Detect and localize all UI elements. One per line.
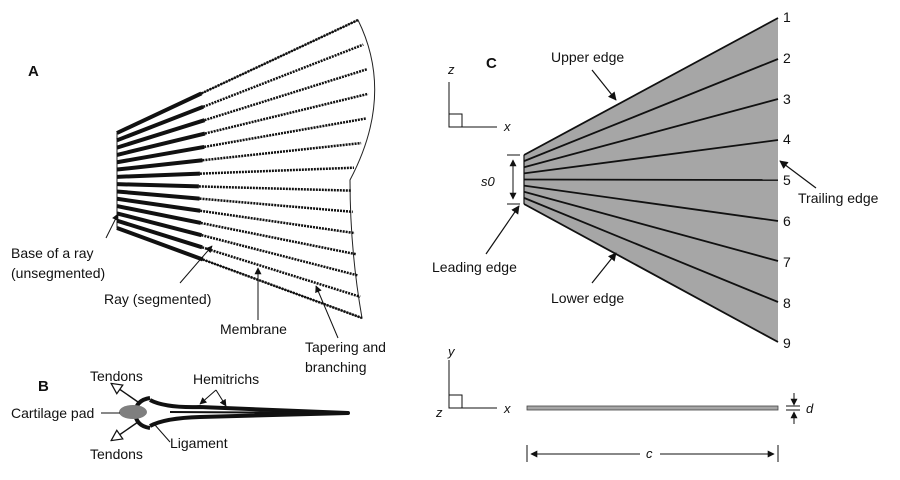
tendons-bottom-label: Tendons bbox=[90, 446, 143, 462]
fin-ray-base bbox=[116, 104, 204, 143]
leading-edge-arrow bbox=[485, 205, 520, 255]
tapering-label-2: branching bbox=[305, 359, 367, 375]
ray-number-5: 5 bbox=[783, 172, 791, 188]
fin-ray-segmented bbox=[200, 18, 359, 95]
panel-a-fin bbox=[116, 18, 376, 320]
s0-label: s0 bbox=[481, 174, 496, 189]
fin-ray-segmented bbox=[202, 43, 364, 108]
axes-top: z x bbox=[447, 62, 511, 134]
axes-bottom: y x z bbox=[435, 344, 511, 420]
tapering-label-1: Tapering and bbox=[305, 339, 386, 355]
fin-model-ray bbox=[523, 203, 779, 343]
fin-ray-segmented bbox=[201, 246, 361, 298]
fin-ray-base bbox=[116, 211, 202, 238]
fin-model-ray bbox=[523, 190, 779, 262]
ray-number-2: 2 bbox=[783, 50, 791, 66]
fin-model-rays bbox=[523, 17, 779, 343]
ray-number-1: 1 bbox=[783, 9, 791, 25]
fin-model-ray bbox=[523, 184, 779, 222]
axis-bottom-x-label: x bbox=[503, 401, 511, 416]
d-label: d bbox=[806, 401, 814, 416]
c-label: c bbox=[646, 446, 653, 461]
fin-model-ray bbox=[523, 17, 779, 156]
fin-ray-base bbox=[116, 158, 203, 172]
panel-a-letter: A bbox=[28, 63, 39, 80]
axis-bottom-corner bbox=[448, 394, 463, 409]
cartilage-pad-shape bbox=[119, 405, 147, 419]
panel-b-letter: B bbox=[38, 378, 49, 395]
fin-ray-base bbox=[116, 118, 206, 150]
ray-segmented-arrow bbox=[179, 245, 213, 284]
axis-bottom-z-label: z bbox=[435, 405, 443, 420]
cartilage-pad-label: Cartilage pad bbox=[11, 405, 94, 421]
fin-ray-segmented bbox=[204, 68, 368, 122]
fin-model-ray bbox=[523, 178, 779, 181]
upper-edge-arrow bbox=[591, 69, 617, 101]
tendon-arrow-top bbox=[112, 384, 139, 403]
fin-ray-segmented bbox=[200, 221, 357, 256]
fin-model bbox=[523, 17, 779, 343]
tendons-top-label: Tendons bbox=[90, 368, 143, 384]
ray-number-8: 8 bbox=[783, 295, 791, 311]
axis-bottom-y-label: y bbox=[447, 344, 456, 359]
fin-ray-base bbox=[116, 226, 204, 262]
hemitrich-center bbox=[169, 411, 341, 414]
fin-ray-base bbox=[116, 91, 203, 135]
fin-ray-base bbox=[116, 171, 201, 179]
base-of-ray-arrow bbox=[105, 213, 119, 239]
fin-model-ray bbox=[523, 139, 779, 175]
trailing-edge-label: Trailing edge bbox=[798, 190, 879, 206]
axis-top-x-label: x bbox=[503, 119, 511, 134]
upper-edge-label: Upper edge bbox=[551, 49, 624, 65]
ligament-label: Ligament bbox=[170, 435, 228, 451]
ray-number-9: 9 bbox=[783, 335, 791, 351]
fin-ray-base bbox=[116, 131, 206, 157]
ray-number-4: 4 bbox=[783, 131, 791, 147]
fin-ray-base bbox=[116, 218, 203, 250]
fin-ray-segmented bbox=[199, 166, 355, 175]
fin-ray-base bbox=[116, 196, 201, 213]
fin-ray-base bbox=[116, 144, 205, 165]
leading-edge-label: Leading edge bbox=[432, 259, 517, 275]
fin-model-ray bbox=[523, 98, 779, 169]
ray-number-6: 6 bbox=[783, 213, 791, 229]
fin-model-ray bbox=[523, 197, 779, 303]
axis-top-z-label: z bbox=[447, 62, 455, 77]
lower-edge-arrow bbox=[591, 252, 617, 284]
fin-rays bbox=[116, 18, 369, 320]
ray-number-7: 7 bbox=[783, 254, 791, 270]
hemitrichs-shape bbox=[149, 398, 350, 428]
hemitrichs-arrow-2 bbox=[215, 389, 227, 407]
fin-ray-segmented bbox=[199, 197, 353, 214]
membrane-label: Membrane bbox=[220, 321, 287, 337]
fin-ray-segmented bbox=[199, 209, 355, 235]
tendon-arrow-bottom bbox=[112, 421, 139, 440]
fin-ray-base bbox=[116, 189, 200, 201]
hemitrichs-arrow-1 bbox=[199, 389, 217, 405]
fin-ray-base bbox=[116, 182, 199, 189]
fin-ray-segmented bbox=[202, 141, 362, 162]
fin-ray-segmented bbox=[203, 117, 367, 149]
fin-side-view bbox=[526, 405, 779, 411]
fin-ray-segmented bbox=[198, 185, 351, 192]
fin-ray-segmented bbox=[202, 258, 363, 320]
ray-segmented-label: Ray (segmented) bbox=[104, 291, 211, 307]
panel-b-ray-cross-section bbox=[112, 384, 350, 440]
hemitrichs-label: Hemitrichs bbox=[193, 371, 259, 387]
base-of-ray-label-1: Base of a ray bbox=[11, 245, 94, 261]
base-of-ray-label-2: (unsegmented) bbox=[11, 265, 105, 281]
c-label-bg bbox=[640, 444, 660, 462]
tapering-arrow bbox=[315, 285, 339, 339]
lower-edge-label: Lower edge bbox=[551, 290, 624, 306]
axis-top-corner bbox=[448, 113, 463, 128]
trailing-edge-arrow bbox=[779, 160, 817, 189]
ligament-pointer bbox=[154, 424, 171, 443]
fin-membrane-outline bbox=[116, 19, 376, 319]
fin-ray-segmented bbox=[204, 92, 369, 135]
fin-ray-base bbox=[116, 204, 202, 225]
fin-model-ray bbox=[523, 58, 779, 162]
panel-c-letter: C bbox=[486, 55, 497, 72]
ray-number-3: 3 bbox=[783, 91, 791, 107]
